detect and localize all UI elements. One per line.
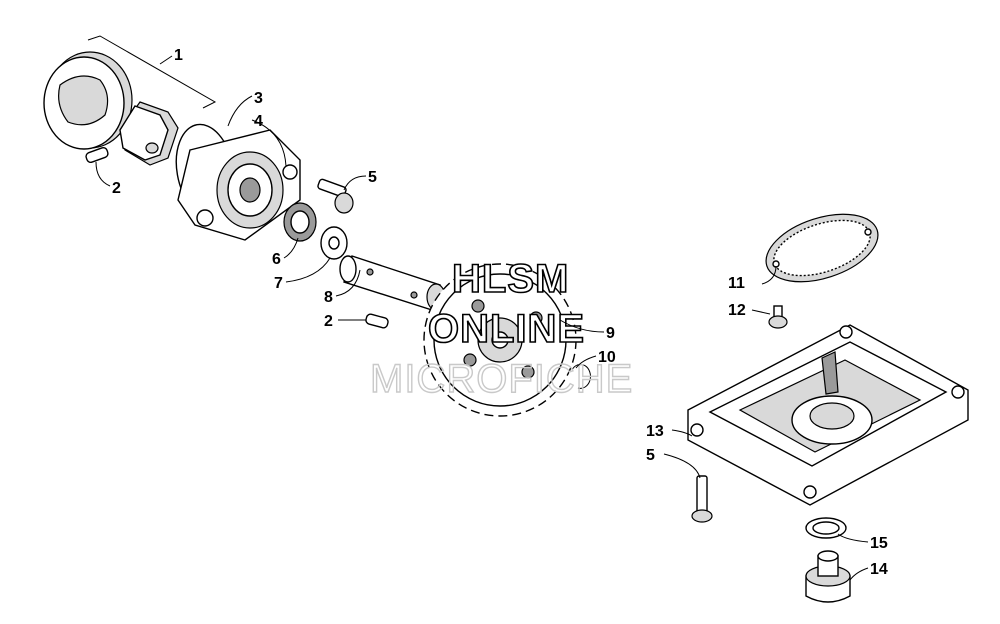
callout-2-upper: 2 [112, 180, 121, 197]
screw-lower [691, 475, 713, 523]
screw-upper [317, 178, 354, 214]
callout-4: 4 [254, 113, 263, 130]
screen-screw [768, 305, 788, 329]
dowel-pin-upper [85, 146, 109, 164]
outer-rotor [43, 51, 133, 150]
callout-5-upper: 5 [368, 169, 377, 186]
callout-13: 13 [646, 423, 664, 440]
callout-1: 1 [174, 47, 183, 64]
oil-pan-cover [687, 324, 969, 506]
watermark-line-1: HLSM [452, 257, 569, 301]
callout-11: 11 [728, 275, 745, 292]
callout-14: 14 [870, 561, 888, 578]
leader-lines [95, 55, 869, 581]
callout-10: 10 [598, 349, 616, 366]
rotor-set-bracket [87, 35, 217, 109]
thrust-washer [320, 226, 348, 260]
oil-seal [283, 202, 317, 242]
watermark-line-2: ONLINE [428, 307, 585, 351]
watermark-line-3: MICROFICHE [370, 357, 633, 401]
callout-9: 9 [606, 325, 615, 342]
callout-3: 3 [254, 90, 263, 107]
callout-6: 6 [272, 251, 281, 268]
inner-rotor [119, 101, 179, 166]
oil-strainer-screen [765, 213, 879, 283]
callout-5-lower: 5 [646, 447, 655, 464]
pump-housing [177, 129, 301, 241]
dowel-pin-lower [365, 313, 389, 329]
callout-7: 7 [274, 275, 283, 292]
drain-o-ring [805, 517, 847, 539]
watermark: HLSM ONLINE MICROFICHE [369, 256, 633, 402]
callout-8: 8 [324, 289, 333, 306]
drive-gear [423, 263, 577, 417]
drain-plug [805, 550, 851, 603]
callouts: 1 2 3 4 5 6 7 8 2 9 10 11 12 13 5 14 15 [112, 47, 888, 578]
callout-15: 15 [870, 535, 888, 552]
callout-2-lower: 2 [324, 313, 333, 330]
callout-12: 12 [728, 302, 746, 319]
circlip [571, 363, 591, 389]
